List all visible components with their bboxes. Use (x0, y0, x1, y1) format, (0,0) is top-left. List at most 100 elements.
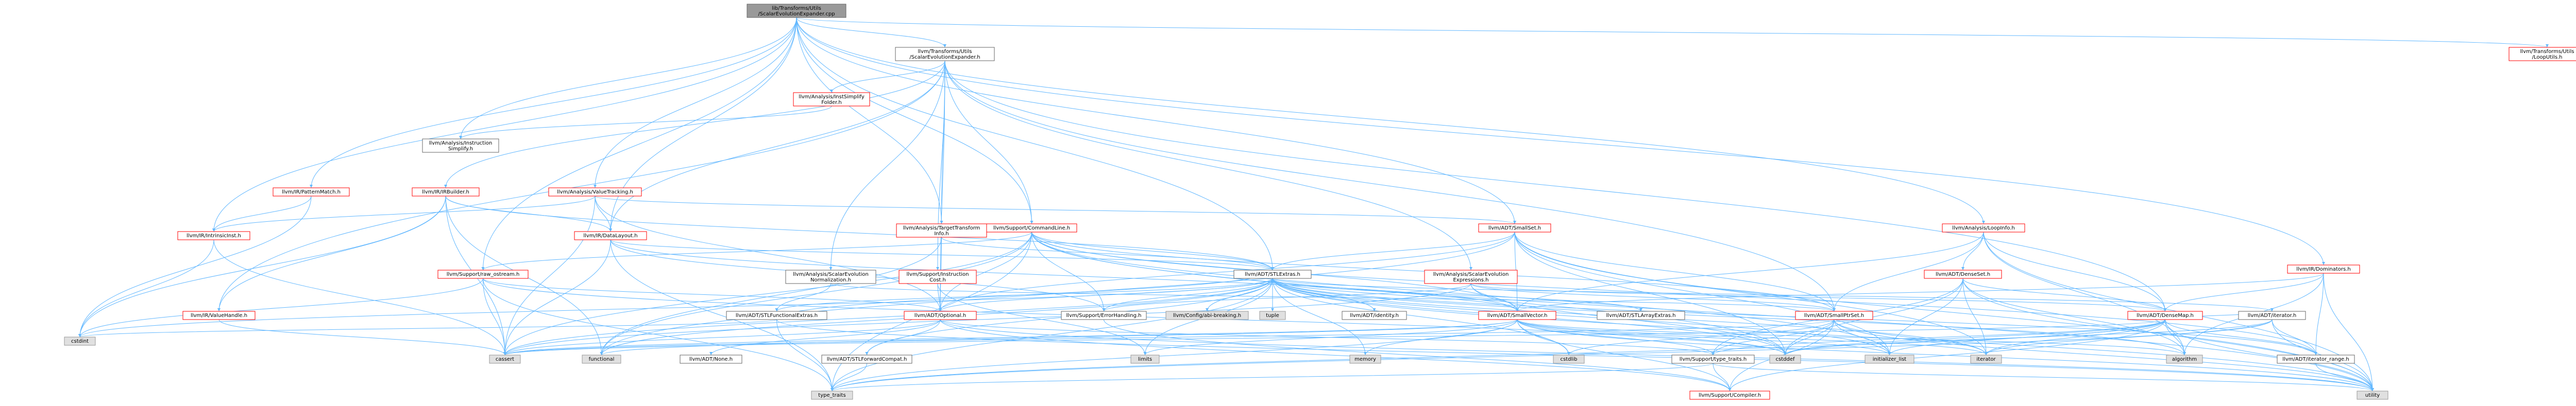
edge-dense_map-to-cassert (504, 319, 2165, 356)
edge-small_ptr_set-to-cstddef (1785, 319, 1835, 356)
node-error-handling[interactable]: llvm/Support/ErrorHandling.h (1061, 311, 1147, 320)
edge-small_vector-to-compiler (1517, 319, 1730, 392)
edge-type_traits_support-to-utility (1713, 363, 2373, 392)
node-label: llvm/Transforms/Utils (918, 49, 972, 55)
node-root[interactable]: lib/Transforms/Utils/ScalarEvolutionExpa… (747, 4, 846, 18)
node-optional[interactable]: llvm/ADT/Optional.h (904, 311, 977, 320)
edge-optional-to-none (710, 319, 941, 356)
node-box (2287, 264, 2360, 274)
edge-small_ptr_set-to-iterator_std (1834, 319, 1987, 356)
node-raw-ostream[interactable]: llvm/Support/raw_ostream.h (437, 270, 529, 279)
node-intrinsic-inst[interactable]: llvm/IR/IntrinsicInst.h (177, 231, 250, 240)
node-loop-info[interactable]: llvm/Analysis/LoopInfo.h (1942, 223, 2025, 233)
edge-arrowhead-stl_extras-to-identity (1372, 308, 1376, 311)
node-dense-set[interactable]: llvm/ADT/DenseSet.h (1924, 270, 2002, 279)
edge-arrowhead-se_expressions-to-small_vector (1516, 308, 1519, 311)
node-dense-map[interactable]: llvm/ADT/DenseMap.h (2127, 311, 2203, 320)
node-small-vector[interactable]: llvm/ADT/SmallVector.h (1478, 311, 1556, 320)
edge-small_ptr_set-to-cassert (504, 319, 1835, 356)
edge-arrowhead-loop_info-to-dense_set (1961, 267, 1964, 270)
node-label: llvm/IR/ValueHandle.h (191, 313, 247, 319)
edge-command_line-to-stl_extras (1031, 232, 1273, 271)
node-label: llvm/ADT/Optional.h (914, 313, 966, 319)
node-stl-extras[interactable]: llvm/ADT/STLExtras.h (1233, 270, 1312, 279)
node-data-layout[interactable]: llvm/IR/DataLayout.h (574, 231, 647, 240)
node-dominators[interactable]: llvm/IR/Dominators.h (2287, 264, 2360, 274)
edge-value_tracking-to-data_layout (595, 196, 611, 232)
node-label: llvm/Analysis/InstSimplify (799, 94, 865, 100)
edge-small_set-to-iterator_std (1514, 232, 1987, 356)
node-compiler[interactable]: llvm/Support/Compiler.h (1689, 391, 1770, 400)
edge-dense_map-to-iterator_range (2165, 319, 2316, 356)
edge-arrowhead-dense_set-to-dense_map (2163, 308, 2167, 311)
node-box (680, 355, 742, 364)
edge-stl_extras-to-small_vector (1272, 278, 1518, 312)
node-none[interactable]: llvm/ADT/None.h (680, 355, 742, 364)
edge-arrowhead-type_traits_support-to-compiler (1728, 388, 1732, 391)
node-value-handle[interactable]: llvm/IR/ValueHandle.h (182, 311, 256, 320)
edge-se_expressions-to-dense_map (1470, 283, 2165, 312)
edge-se_normalization-to-stl_func_extras (776, 283, 831, 312)
node-irbuilder[interactable]: llvm/IR/IRBuilder.h (412, 187, 480, 197)
edge-arrowhead-dense_map-to-algorithm (2183, 352, 2186, 355)
edge-stl_extras-to-iterator_range (1272, 278, 2316, 356)
node-box (1865, 355, 1914, 364)
edge-loop_info-to-dense_set (1962, 232, 1984, 271)
edge-raw_ostream-to-type_traits (483, 278, 833, 392)
edge-arrowhead-optional-to-none (709, 352, 713, 355)
node-label: iterator (1976, 357, 1996, 362)
node-se-expressions[interactable]: llvm/Analysis/ScalarEvolutionExpressions… (1424, 270, 1518, 284)
node-iterator-range[interactable]: llvm/ADT/iterator_range.h (2277, 355, 2355, 364)
node-se-normalization[interactable]: llvm/Analysis/ScalarEvolutionNormalizati… (785, 270, 876, 284)
edge-data_layout-to-cassert (504, 239, 611, 356)
node-label: llvm/Support/CommandLine.h (993, 225, 1070, 231)
node-box (1795, 311, 1873, 320)
edge-intrinsic_inst-to-cassert (213, 239, 505, 356)
node-stl-func-extras[interactable]: llvm/ADT/STLFunctionalExtras.h (726, 311, 827, 320)
edge-command_line-to-iterator_range (1031, 232, 2316, 356)
node-see-h[interactable]: llvm/Transforms/Utils/ScalarEvolutionExp… (895, 47, 995, 61)
node-box (182, 311, 256, 320)
node-label: /ScalarEvolutionExpander.h (909, 55, 980, 60)
node-type-traits-support[interactable]: llvm/Support/type_traits.h (1671, 355, 1755, 364)
edge-data_layout-to-type_traits (610, 239, 833, 392)
node-value-tracking[interactable]: llvm/Analysis/ValueTracking.h (548, 187, 642, 197)
node-small-ptr-set[interactable]: llvm/ADT/SmallPtrSet.h (1795, 311, 1873, 320)
node-label: Info.h (934, 231, 948, 237)
node-pattern-match[interactable]: llvm/IR/PatternMatch.h (273, 187, 350, 197)
node-stl-for-each[interactable]: llvm/ADT/STLArrayExtras.h (1597, 311, 1685, 320)
node-label: lib/Transforms/Utils (772, 6, 821, 11)
node-command-line[interactable]: llvm/Support/CommandLine.h (986, 223, 1077, 233)
node-adt-iterator[interactable]: llvm/ADT/iterator.h (2238, 311, 2306, 320)
edge-value_tracking-to-cassert (504, 196, 596, 356)
node-stl-forward-compat[interactable]: llvm/ADT/STLForwardCompat.h (821, 355, 912, 364)
node-label: cstddef (1776, 357, 1795, 362)
node-box (1349, 355, 1381, 364)
edge-arrowhead-dense_map-to-type_traits_support (1711, 352, 1715, 355)
node-box (273, 187, 350, 197)
node-cstdlib: cstdlib (1553, 355, 1585, 364)
node-label: llvm/IR/Dominators.h (2296, 267, 2351, 272)
node-label: llvm/Support/Compiler.h (1699, 393, 1761, 398)
node-label: llvm/Transforms/Utils (2520, 49, 2574, 55)
node-box (548, 187, 642, 197)
node-box (1942, 223, 2025, 233)
node-small-set[interactable]: llvm/ADT/SmallSet.h (1478, 223, 1551, 233)
edge-optional-to-utility (940, 319, 2373, 392)
node-box (726, 311, 827, 320)
node-label: llvm/Analysis/Instruction (429, 140, 493, 146)
edge-small_ptr_set-to-utility (1834, 319, 2373, 392)
edge-pattern_match-to-cstdint (79, 196, 312, 338)
node-loop-utils[interactable]: llvm/Transforms/Utils/LoopUtils.h (2509, 47, 2576, 61)
node-limits: limits (1130, 355, 1160, 364)
edge-irbuilder-to-stl_extras (445, 196, 1273, 271)
edge-arrowhead-root-to-pattern_match (310, 185, 313, 188)
node-memory: memory (1349, 355, 1381, 364)
node-functional: functional (582, 355, 621, 364)
node-identity[interactable]: llvm/ADT/identity.h (1342, 311, 1407, 320)
